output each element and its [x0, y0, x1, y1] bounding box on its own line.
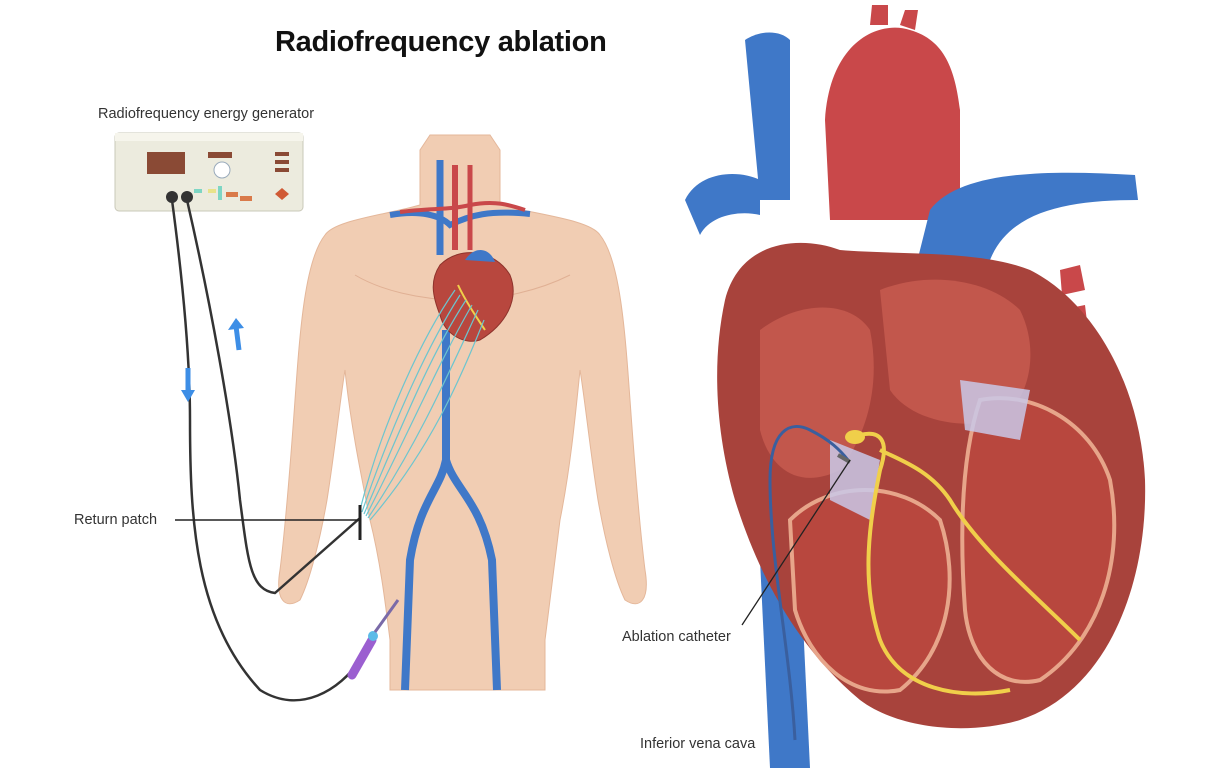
- catheter-handle: [347, 599, 400, 680]
- ablation-catheter-label: Ablation catheter: [622, 629, 731, 645]
- current-arrow-down-icon: [181, 368, 195, 402]
- small-heart: [432, 250, 514, 342]
- ablation-catheter-leader-line: [741, 459, 851, 626]
- diagram-title: Radiofrequency ablation: [275, 26, 607, 58]
- body-vessels: [389, 160, 531, 691]
- rf-generator: [114, 132, 304, 212]
- generator-label: Radiofrequency energy generator: [98, 106, 315, 122]
- ecg-leads: [359, 289, 485, 521]
- ivc-label: Inferior vena cava: [640, 736, 756, 752]
- current-arrow-up-icon: [228, 318, 244, 351]
- return-patch-label: Return patch: [74, 512, 158, 528]
- large-heart: [685, 5, 1146, 768]
- wires: [170, 199, 362, 702]
